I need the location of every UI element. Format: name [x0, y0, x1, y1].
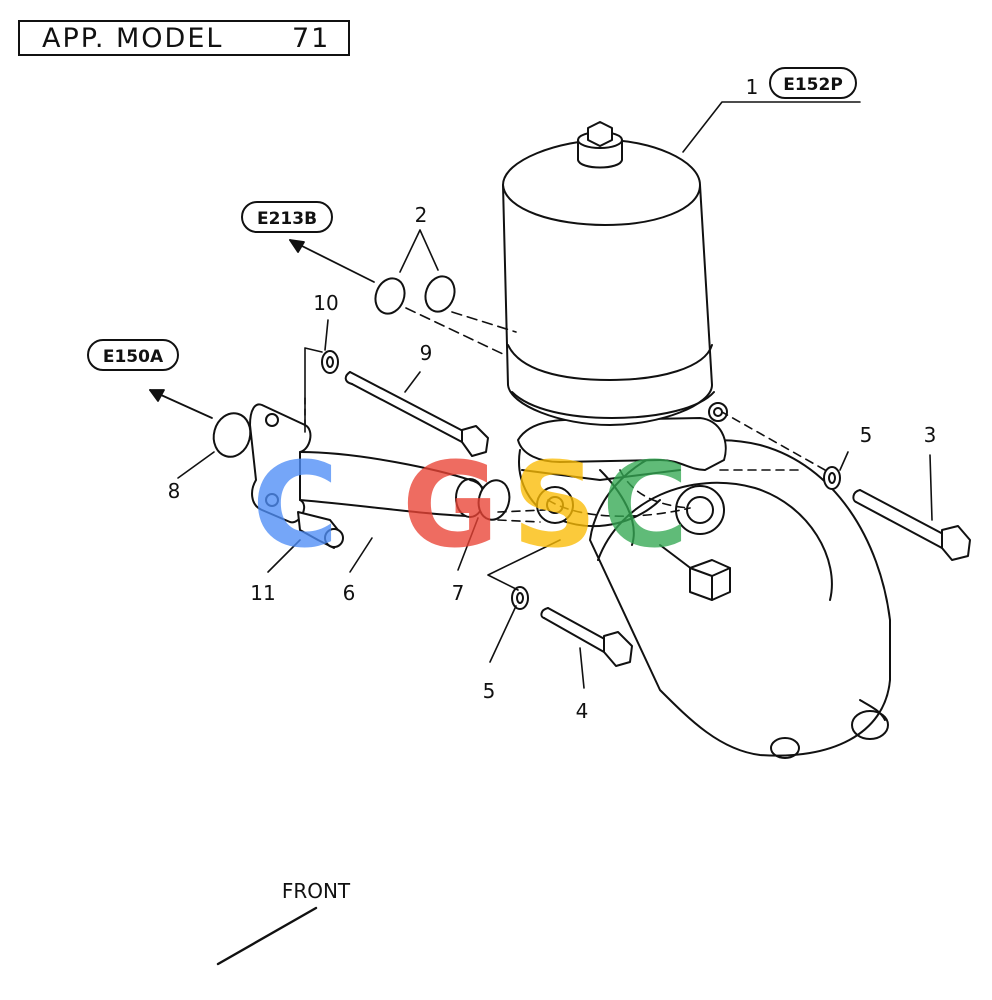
front-label: FRONT [282, 879, 351, 903]
pipe-fitting [297, 511, 344, 549]
bolt-9 [344, 371, 489, 457]
callout-10: 10 [313, 291, 338, 315]
watermark-cgsc: C G S C [252, 436, 689, 574]
ref-ovals [87, 67, 857, 371]
front-arrow [216, 906, 318, 966]
callout-5-lower: 5 [483, 679, 496, 703]
watermark-letter-1: C [252, 436, 339, 574]
callout-6: 6 [343, 581, 356, 605]
callout-4: 4 [576, 699, 589, 723]
ref-e150a: E150A [103, 347, 164, 367]
ref-e213b: E213B [257, 209, 317, 229]
callout-1: 1 [746, 75, 759, 99]
washers [321, 350, 841, 610]
watermark-letter-3: S [512, 436, 597, 574]
watermark-letter-2: G [402, 436, 499, 574]
filter-housing [589, 439, 891, 759]
o-rings [212, 275, 511, 521]
leader-lines [177, 101, 933, 689]
ref-arrows [149, 239, 375, 419]
watermark-letter-4: C [602, 436, 689, 574]
callout-7: 7 [452, 581, 465, 605]
model-number: 71 [292, 22, 331, 54]
callout-9: 9 [420, 341, 433, 365]
plug-bolt [689, 559, 731, 601]
callout-3: 3 [924, 423, 937, 447]
model-header: APP. MODEL 71 [18, 20, 350, 56]
callout-2: 2 [415, 203, 428, 227]
callout-8: 8 [168, 479, 181, 503]
callout-5-upper: 5 [860, 423, 873, 447]
callout-11: 11 [250, 581, 275, 605]
bolt-4 [540, 607, 633, 667]
ref-e152p: E152P [783, 75, 843, 95]
bolt-3 [852, 489, 971, 561]
filter-cartridge [502, 121, 715, 426]
model-label: APP. MODEL [42, 22, 224, 54]
